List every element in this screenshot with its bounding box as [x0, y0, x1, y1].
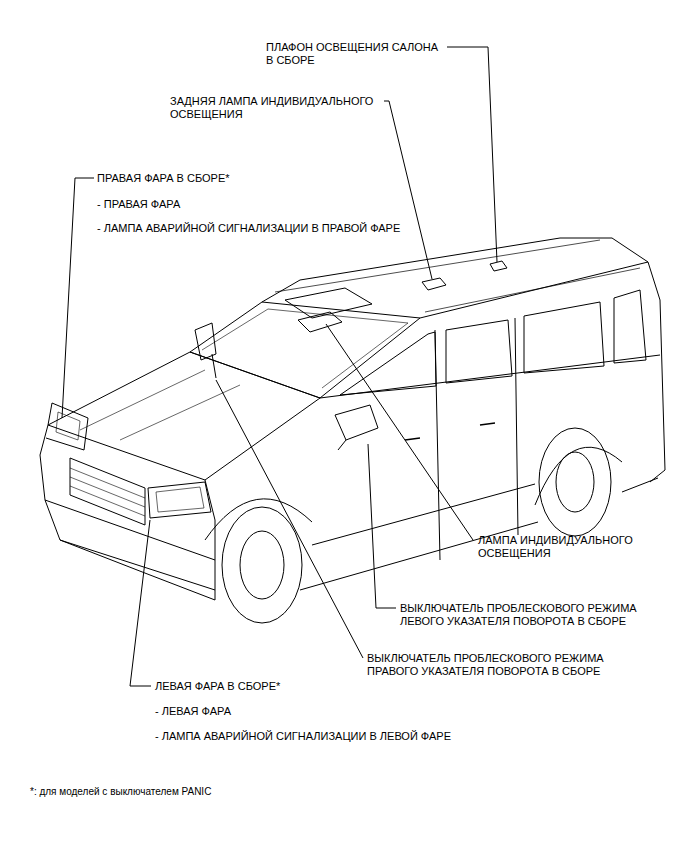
leader-line [130, 520, 151, 686]
part-label: ПЛАФОН ОСВЕЩЕНИЯ САЛОНА В СБОРЕ [266, 41, 441, 67]
left-headlamp-lens [156, 487, 204, 512]
rear-wheel [539, 428, 611, 536]
grille-bars [70, 468, 145, 516]
part-label: - ПРАВАЯ ФАРА [97, 198, 180, 211]
leader-line [368, 444, 396, 608]
sunroof [285, 288, 372, 318]
leader-line [447, 47, 497, 262]
left-mirror [335, 405, 378, 440]
leader-line [326, 324, 473, 540]
beltline [320, 355, 660, 398]
part-label: - ЛЕВАЯ ФАРА [155, 705, 231, 718]
front-wheel [222, 507, 302, 623]
door-handles [405, 423, 495, 440]
leader-line [216, 380, 363, 658]
rear-personal-lamp [422, 278, 446, 290]
rear-door-window [446, 320, 512, 383]
right-headlamp-lens [56, 412, 80, 440]
roof [262, 238, 648, 318]
rear-end [648, 262, 665, 482]
windshield [190, 302, 420, 398]
leader-line [62, 178, 94, 418]
sill [300, 478, 658, 590]
quarter-window [524, 302, 604, 373]
left-headlamp [148, 482, 211, 518]
part-label: - ЛАМПА АВАРИЙНОЙ СИГНАЛИЗАЦИИ В ЛЕВОЙ Ф… [155, 730, 451, 743]
personal-lamp [298, 312, 342, 332]
front-wheel-hub [240, 531, 284, 599]
part-label: ЗАДНЯЯ ЛАМПА ИНДИВИДУАЛЬНОГО ОСВЕЩЕНИЯ [170, 95, 376, 121]
part-label: ЛАМПА ИНДИВИДУАЛЬНОГО ОСВЕЩЕНИЯ [478, 534, 635, 560]
front-wheel-arch [205, 499, 312, 540]
front-door-window [340, 332, 436, 395]
rear-window [614, 290, 646, 363]
leader-line [384, 101, 432, 279]
windshield-inner [202, 309, 408, 388]
part-label: ПРАВАЯ ФАРА В СБОРЕ* [97, 172, 230, 185]
grille [70, 458, 145, 525]
part-label: ВЫКЛЮЧАТЕЛЬ ПРОБЛЕСКОВОГО РЕЖИМА ПРАВОГО… [367, 652, 606, 678]
part-label: - ЛАМПА АВАРИЙНОЙ СИГНАЛИЗАЦИИ В ПРАВОЙ … [97, 222, 400, 235]
part-label: *: для моделей с выключателем PANIC [30, 786, 211, 798]
right-headlamp [46, 403, 88, 450]
rear-wheel-hub [556, 452, 594, 512]
right-switch-wire [212, 354, 216, 378]
left-mirror-stalk [338, 440, 346, 450]
part-label: ВЫКЛЮЧАТЕЛЬ ПРОБЛЕСКОВОГО РЕЖИМА ЛЕВОГО … [400, 602, 639, 628]
leader-lines [62, 47, 497, 686]
rear-wheel-arch [535, 447, 622, 505]
part-label: ЛЕВАЯ ФАРА В СБОРЕ* [155, 680, 280, 693]
front-face [40, 425, 215, 600]
hood [48, 352, 320, 480]
bumper [45, 500, 215, 590]
vehicle-body [40, 238, 665, 623]
door-lines [435, 318, 518, 560]
roof-rails [275, 240, 640, 312]
dome-lamp [490, 261, 507, 271]
right-mirror [195, 323, 216, 360]
